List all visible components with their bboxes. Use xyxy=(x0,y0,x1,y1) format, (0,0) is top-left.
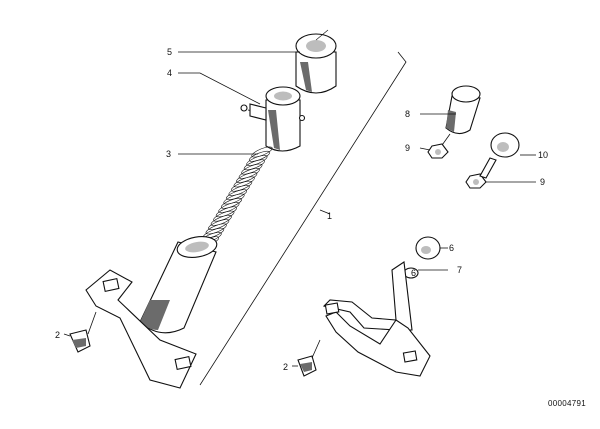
callout-7: 7 xyxy=(457,265,462,275)
spring-coil xyxy=(213,210,235,222)
callout-2-left: 2 xyxy=(55,330,60,340)
spring-coil xyxy=(218,202,240,213)
callout-labels: 1 2 2 3 4 5 6 6 7 8 9 9 10 xyxy=(55,47,548,372)
spring-coil xyxy=(210,215,232,226)
leader-lines xyxy=(63,51,536,367)
part-9-nut-upper xyxy=(427,143,449,159)
callout-8: 8 xyxy=(405,109,410,119)
spring-coil xyxy=(231,180,253,192)
part-5-cap xyxy=(295,29,337,94)
part-bracket-right xyxy=(322,236,441,377)
part-9-nut-lower xyxy=(465,173,487,189)
callout-1: 1 xyxy=(327,211,332,221)
spring-coil xyxy=(225,189,248,201)
spring-coil xyxy=(205,223,227,235)
callout-10: 10 xyxy=(538,150,548,160)
spring-coil xyxy=(228,185,250,196)
spring-coil xyxy=(208,219,230,230)
callout-9-lower: 9 xyxy=(540,177,545,187)
callout-6-lower: 6 xyxy=(411,268,416,278)
callout-2-right: 2 xyxy=(283,362,288,372)
spring-coil xyxy=(251,146,273,158)
callout-5: 5 xyxy=(167,47,172,57)
part-4-tube xyxy=(240,86,306,152)
part-8-small-cap xyxy=(439,85,481,149)
callout-4: 4 xyxy=(167,68,172,78)
part-1-pillar xyxy=(85,236,218,389)
group-bracket-1 xyxy=(199,51,407,386)
part-2-clip-right xyxy=(297,339,321,377)
spring-coil xyxy=(246,155,268,166)
spring-coil xyxy=(243,159,265,171)
spring-coil xyxy=(223,193,245,205)
callout-9-upper: 9 xyxy=(405,143,410,153)
spring-coil xyxy=(236,172,258,183)
part-2-clip-left xyxy=(69,311,97,353)
spring-coil xyxy=(248,150,271,162)
spring-coil xyxy=(220,197,243,209)
spring-coil xyxy=(238,168,260,179)
spring-coil xyxy=(233,176,255,188)
spring-coil xyxy=(241,163,263,175)
reference-number: 00004791 xyxy=(548,399,586,408)
spring-coil xyxy=(215,206,237,218)
callout-6-upper: 6 xyxy=(449,243,454,253)
part-10-knob xyxy=(479,132,520,179)
callout-3: 3 xyxy=(166,149,171,159)
